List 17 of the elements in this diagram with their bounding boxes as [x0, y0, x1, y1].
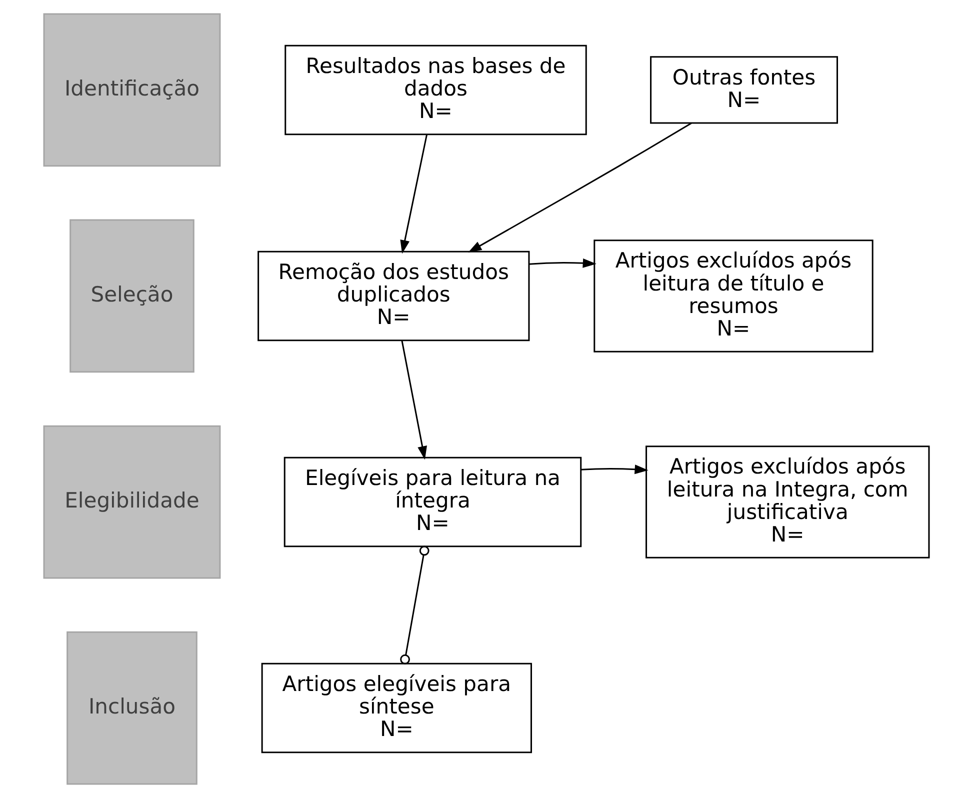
arrow [401, 340, 427, 460]
arrow [400, 134, 428, 254]
node-box: Artigos elegíveis para síntese N= [261, 662, 532, 754]
node-box: Seleção [70, 219, 194, 373]
node-box: Elegíveis para leitura na íntegra N= [284, 456, 582, 548]
node-box: Artigos excluídos após leitura na Integra, com justificativa N= [646, 446, 930, 558]
node-box: Elegibilidade [43, 425, 221, 579]
node-box: Outras fontes N= [650, 56, 838, 124]
node-box: Remoção dos estudos duplicados N= [258, 250, 530, 342]
arrow [581, 464, 648, 474]
node-box: Identificação [43, 13, 221, 167]
node-box: Inclusão [66, 631, 198, 785]
arrow [529, 258, 596, 268]
node-box: Resultados nas bases de dados N= [284, 44, 587, 136]
node-box: Artigos excluídos após leitura de título e resumos N= [594, 240, 874, 352]
connector [400, 546, 430, 664]
arrow [468, 122, 692, 253]
